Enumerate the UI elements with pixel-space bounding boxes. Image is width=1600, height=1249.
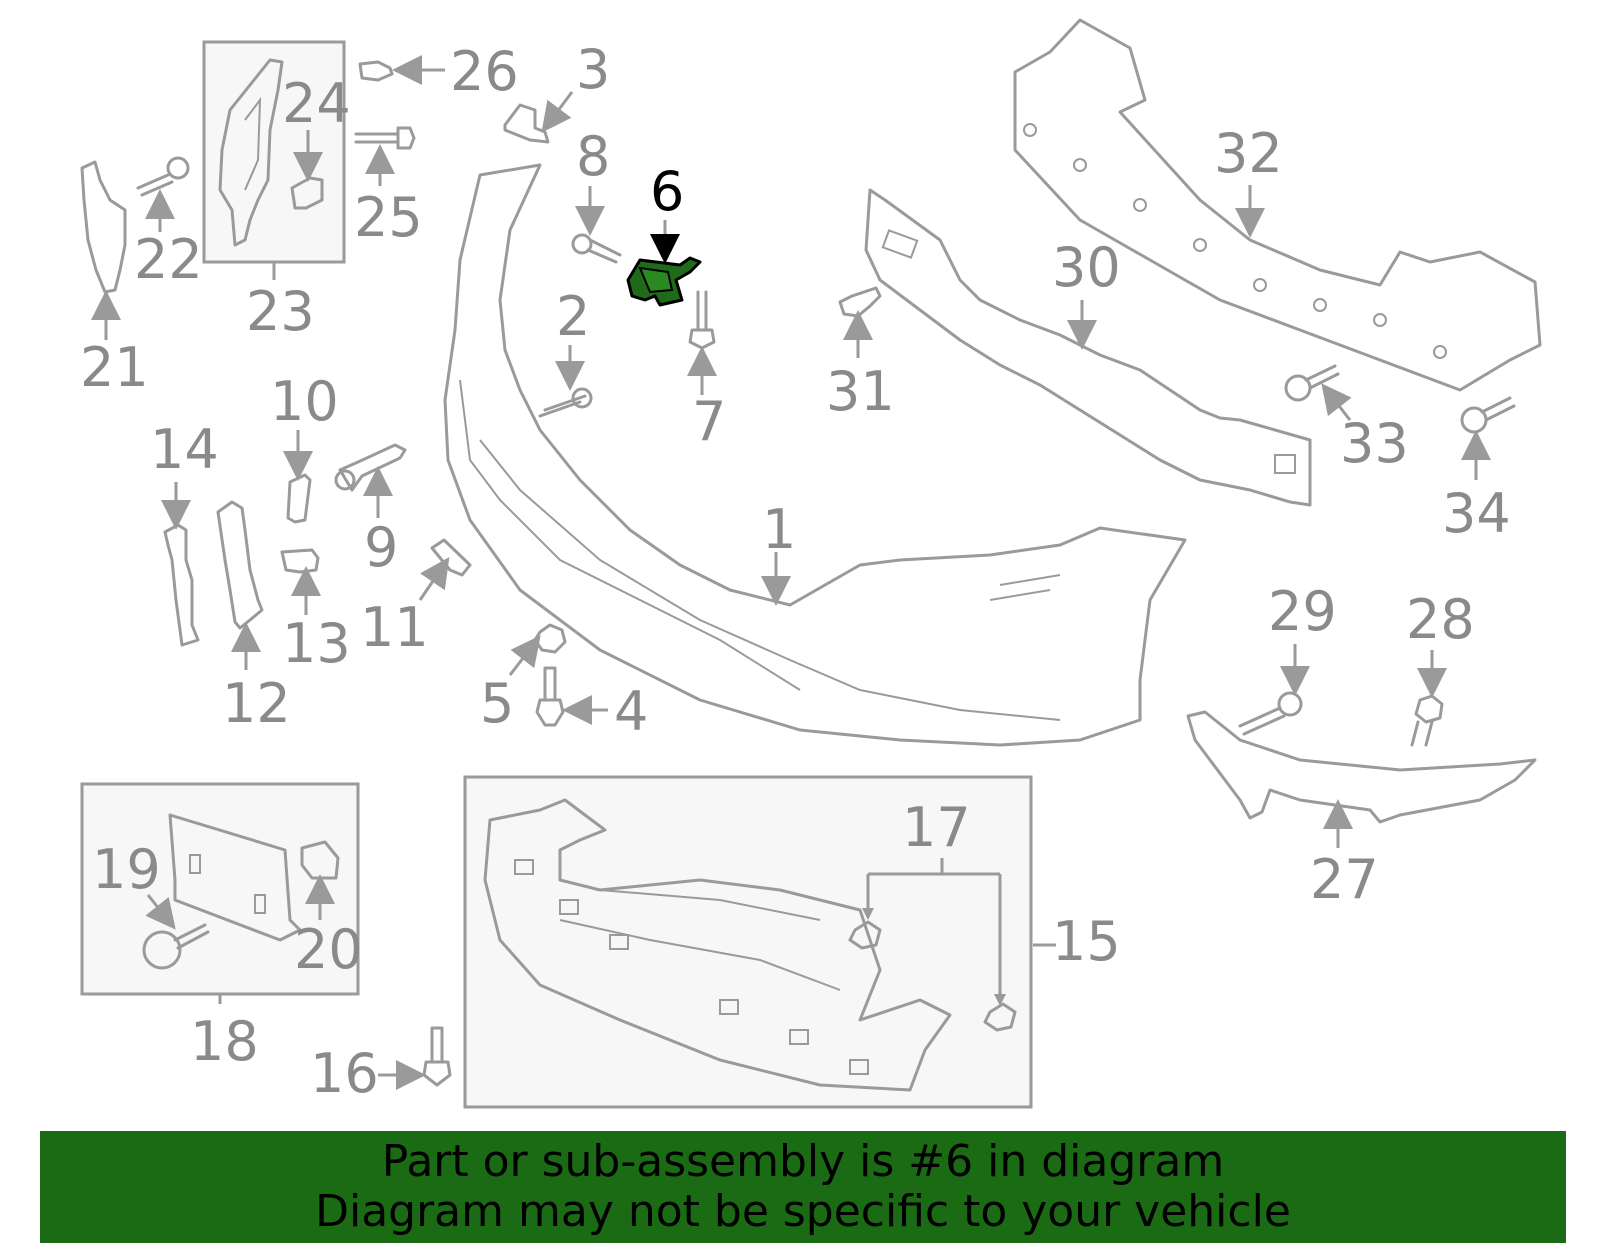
part-30-absorber xyxy=(864,188,1312,507)
part-4-bolt xyxy=(535,666,565,727)
callout-3: 3 xyxy=(576,38,610,101)
info-banner: Part or sub-assembly is #6 in diagram Di… xyxy=(40,1131,1566,1243)
part-33-bolt xyxy=(1284,364,1340,402)
callout-4: 4 xyxy=(614,680,648,743)
part-13-clip xyxy=(280,548,320,574)
part-5-clip xyxy=(533,623,567,654)
callout-27: 27 xyxy=(1310,848,1379,911)
part-31-clip xyxy=(838,286,882,318)
part-17-clips xyxy=(848,920,1017,1032)
callout-10: 10 xyxy=(270,370,339,433)
part-28-bolt xyxy=(1410,694,1444,747)
banner-line-2: Diagram may not be specific to your vehi… xyxy=(315,1186,1291,1237)
part-22-bolt xyxy=(136,156,190,197)
callout-22: 22 xyxy=(134,228,203,291)
callout-23: 23 xyxy=(246,280,315,343)
callout-21: 21 xyxy=(80,336,149,399)
part-26-clip xyxy=(358,60,394,82)
part-1-bumper-cover xyxy=(443,163,1187,747)
callout-26: 26 xyxy=(450,40,519,103)
part-11-clip xyxy=(430,538,472,577)
callout-20: 20 xyxy=(294,918,363,981)
part-14-bracket xyxy=(163,523,200,647)
callout-32: 32 xyxy=(1214,122,1283,185)
callout-11: 11 xyxy=(360,596,429,659)
callout-15: 15 xyxy=(1052,910,1121,973)
part-23-assembly xyxy=(218,58,284,247)
part-15-undercover xyxy=(483,798,952,1092)
part-7-screw xyxy=(688,290,716,350)
callout-6: 6 xyxy=(650,160,684,223)
callout-19: 19 xyxy=(92,838,161,901)
callout-18: 18 xyxy=(190,1010,259,1073)
part-9-tow-hook xyxy=(334,443,407,492)
callout-2: 2 xyxy=(556,285,590,348)
callout-12: 12 xyxy=(222,672,291,735)
part-19-screw xyxy=(142,923,210,970)
part-20-clip xyxy=(300,840,340,880)
part-32-reinforcement-bar xyxy=(1013,18,1542,392)
callout-16: 16 xyxy=(310,1042,379,1105)
part-2-bolt xyxy=(538,387,593,418)
part-6-bracket xyxy=(626,256,702,307)
callout-30: 30 xyxy=(1052,236,1121,299)
callout-1: 1 xyxy=(762,498,796,561)
callout-34: 34 xyxy=(1442,482,1511,545)
part-16-bolt xyxy=(422,1026,452,1087)
callout-29: 29 xyxy=(1268,580,1337,643)
part-12-bracket xyxy=(216,500,264,630)
callout-13: 13 xyxy=(282,612,351,675)
callout-28: 28 xyxy=(1406,588,1475,651)
callout-25: 25 xyxy=(354,186,423,249)
callout-14: 14 xyxy=(150,418,219,481)
part-29-bolt xyxy=(1238,691,1303,736)
callout-33: 33 xyxy=(1340,412,1409,475)
part-25-bolt xyxy=(354,126,416,150)
callout-8: 8 xyxy=(576,125,610,188)
part-34-bolt xyxy=(1460,396,1516,434)
box-15 xyxy=(463,775,1033,1109)
callout-9: 9 xyxy=(364,516,398,579)
callout-17: 17 xyxy=(902,796,971,859)
part-18-assembly xyxy=(168,813,302,942)
callout-31: 31 xyxy=(826,360,895,423)
banner-line-1: Part or sub-assembly is #6 in diagram xyxy=(381,1136,1225,1187)
part-27-reinforcement xyxy=(1186,710,1537,824)
part-3-clip xyxy=(503,103,550,144)
callout-7: 7 xyxy=(692,390,726,453)
part-10-clip xyxy=(286,473,312,524)
callout-5: 5 xyxy=(480,672,514,735)
part-21-bracket xyxy=(80,160,127,294)
part-8-bolt xyxy=(571,233,622,264)
callout-24: 24 xyxy=(282,72,351,135)
